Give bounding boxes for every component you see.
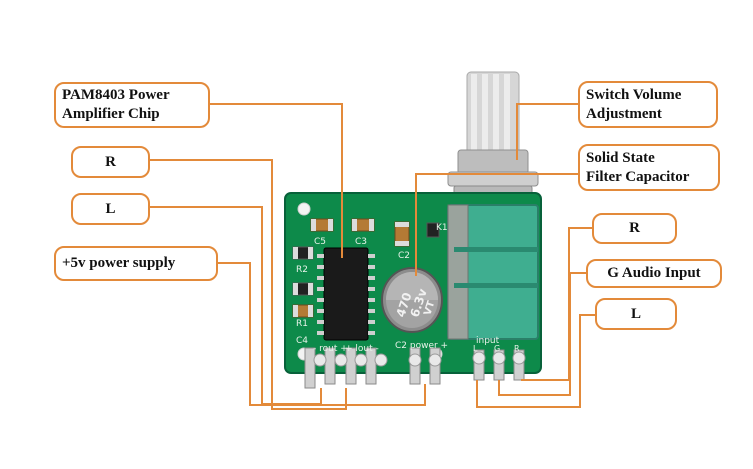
callout-volume-line2: Adjustment xyxy=(586,105,662,122)
callout-output-r-label: R xyxy=(105,153,116,170)
smd-components xyxy=(292,218,440,318)
wire-out-r xyxy=(148,159,347,410)
wire-in-l xyxy=(476,314,597,408)
silk-c4: C4 xyxy=(296,336,308,346)
callout-capacitor-line1: Solid State xyxy=(586,149,655,166)
silk-c3: C3 xyxy=(355,237,367,247)
silk-k1: K1 xyxy=(436,223,448,233)
callout-capacitor: Solid State Filter Capacitor xyxy=(578,144,720,191)
wire-volume xyxy=(516,103,580,160)
silk-input: input xyxy=(476,336,500,346)
callout-output-l-label: L xyxy=(105,200,116,217)
capacitor-series-text: VT xyxy=(422,300,437,317)
silk-power: C2 power + xyxy=(395,341,448,351)
callout-audio-input: G Audio Input xyxy=(586,259,722,288)
wire-capacitor xyxy=(415,173,580,276)
silk-r1: R1 xyxy=(296,319,308,329)
callout-audio-input-label: G Audio Input xyxy=(607,265,701,281)
filter-capacitor: 470 6.3v VT xyxy=(381,267,443,333)
silk-pin-g: G xyxy=(494,344,500,353)
callout-output-r: R xyxy=(71,146,150,178)
wire-audio-in xyxy=(498,272,588,396)
silk-pin-l: L xyxy=(473,344,478,353)
header-pads xyxy=(313,351,526,367)
wire-pam8403 xyxy=(208,103,343,258)
callout-capacitor-line2: Filter Capacitor xyxy=(586,168,690,185)
silk-r2: R2 xyxy=(296,265,308,275)
potentiometer-body xyxy=(447,204,539,340)
callout-pam8403-line2: Amplifier Chip xyxy=(62,106,160,122)
pam8403-chip xyxy=(317,247,375,341)
callout-volume: Switch Volume Adjustment xyxy=(578,81,718,128)
potentiometer-shaft xyxy=(447,71,539,211)
callout-pam8403: PAM8403 Power Amplifier Chip xyxy=(54,82,210,128)
silk-rout: - rout + xyxy=(313,344,348,354)
callout-pam8403-line1: PAM8403 Power xyxy=(62,87,170,103)
wire-power xyxy=(216,262,426,406)
silk-c5: C5 xyxy=(314,237,326,247)
callout-output-l: L xyxy=(71,193,150,225)
callout-volume-line1: Switch Volume xyxy=(586,86,682,103)
callout-power-supply-label: +5v power supply xyxy=(62,255,176,271)
callout-input-r-label: R xyxy=(629,220,640,236)
silk-pin-r: R xyxy=(514,344,520,353)
callout-input-r: R xyxy=(592,213,677,244)
callout-input-l-label: L xyxy=(630,305,641,322)
callout-power-supply: +5v power supply xyxy=(54,246,218,281)
silk-c2: C2 xyxy=(398,251,410,261)
callout-input-l: L xyxy=(595,298,677,330)
silk-lout: + lout - xyxy=(345,344,379,354)
